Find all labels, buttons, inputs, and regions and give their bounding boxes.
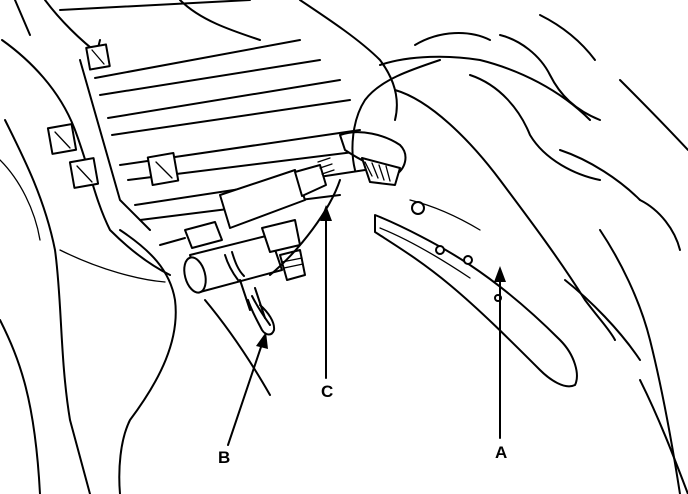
bolt-left-upper	[46, 123, 78, 155]
shift-assembly	[159, 157, 335, 319]
callout-label-a: A	[495, 443, 508, 462]
body-frame	[204, 14, 688, 494]
bolt-mid	[146, 151, 180, 187]
clip-b	[247, 295, 276, 336]
callout-label-c: C	[321, 382, 334, 401]
leader-a	[494, 266, 506, 439]
leader-b	[227, 332, 268, 446]
bolt-top	[85, 43, 111, 71]
leader-c	[320, 205, 332, 379]
bolt-left-lower	[68, 157, 100, 189]
callout-label-b: B	[218, 448, 231, 467]
locking-pliers-a	[339, 131, 578, 388]
